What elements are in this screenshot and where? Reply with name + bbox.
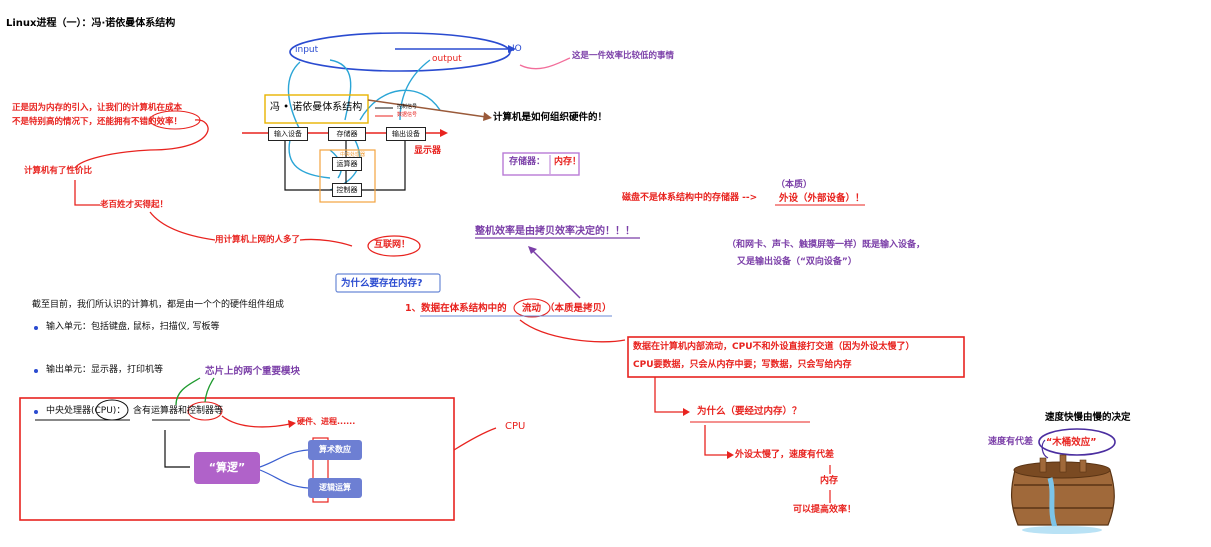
how-organized-note: 计算机是如何组织硬件的！ [493, 112, 608, 123]
output-unit-item: 输出单元：显示器，打印机等 [46, 365, 164, 375]
cpu-unit-item: 中央处理器(CPU)： [46, 406, 126, 416]
input-unit-item: 输入单元：包括键盘, 鼠标，扫描仪, 写板等 [46, 322, 220, 332]
disk-both-line2: 又是输出设备（“双向设备”） [737, 257, 857, 267]
data-signal-label: 数据信号 [397, 112, 418, 118]
diagram-title-box: 冯 • 诺依曼体系结构 [270, 102, 363, 113]
io-ellipse [289, 32, 511, 72]
memory-intro-line1: 正是因为内存的引入，让我们的计算机在成本 [12, 103, 183, 113]
controller-box: 控制器 [332, 183, 362, 197]
barrel-illustration [1011, 454, 1115, 534]
why-through-memory: 为什么（要经过内存）？ [697, 406, 802, 417]
more-users-note: 用计算机上网的人多了 [215, 235, 301, 245]
peripheral-slow-note: 外设太慢了，速度有代差 [735, 450, 835, 460]
chip-modules-note: 芯片上的两个重要模块 [205, 366, 301, 377]
io-label: IO [512, 44, 522, 54]
disk-note-line: 磁盘不是体系结构中的存储器 --> [622, 193, 758, 203]
flow-note-prefix: 1、数据在体系结构中的 [405, 303, 507, 314]
hardware-process-note: 硬件、进程...... [297, 417, 356, 426]
logic-op-block: 逻辑运算 [308, 478, 362, 498]
display-label: 显示器 [414, 146, 442, 156]
internet-note: 互联网！ [374, 240, 411, 250]
barrel-title: 速度快慢由慢的决定 [1045, 412, 1131, 423]
memory-word: 内存 [820, 476, 839, 486]
output-device-box: 输出设备 [386, 127, 426, 141]
control-signal-label: 控制信号 [397, 104, 418, 110]
compute-logic-block: “算逻” [194, 452, 260, 484]
memory-intro-line2: 不是特别高的情况下，还能拥有不错的效率！ [12, 117, 183, 127]
cpu-rule-line1: 数据在计算机内部流动，CPU不和外设直接打交道（因为外设太慢了） [633, 342, 915, 352]
cpu-unit-contents: 含有运算器和控制器等 [133, 406, 224, 416]
cpu-label: CPU [505, 421, 526, 432]
storage-box: 存储器 [328, 127, 366, 141]
output-label: output [432, 54, 462, 64]
disk-essence: （本质） [776, 180, 813, 190]
storage-label: 存储器： [509, 157, 546, 167]
barrel-effect-label: “木桶效应” [1046, 437, 1097, 448]
cost-performance-note: 计算机有了性价比 [24, 166, 93, 176]
peripheral-label: 外设（外部设备）！ [779, 193, 865, 204]
page-title: Linux进程（一）：冯·诺依曼体系结构 [6, 18, 176, 29]
speed-gap-label: 速度有代差 [988, 437, 1034, 447]
cpu-tag: 中央处理器 [340, 152, 366, 158]
flow-note-suffix: （本质是拷贝） [545, 303, 612, 314]
arithmetic-block: 算术数应 [308, 440, 362, 460]
storage-value: 内存！ [554, 157, 582, 167]
alu-box: 运算器 [332, 157, 362, 171]
improve-efficiency-note: 可以提高效率！ [793, 505, 857, 515]
hardware-intro: 截至目前，我们所认识的计算机，都是由一个个的硬件组件组成 [32, 300, 285, 310]
cpu-rule-line2: CPU要数据，只会从内存中要；写数据，只会写给内存 [633, 360, 852, 370]
input-label: input [295, 45, 319, 55]
disk-both-line1: （和网卡、声卡、触摸屏等一样）既是输入设备， [727, 240, 926, 250]
input-device-box: 输入设备 [268, 127, 308, 141]
afford-note: 老百姓才买得起！ [100, 200, 169, 210]
flow-note-flow: 流动 [522, 303, 542, 314]
why-memory-question: 为什么要存在内存? [341, 278, 423, 289]
io-efficiency-note: 这是一件效率比较低的事情 [572, 51, 675, 61]
efficiency-note: 整机效率是由拷贝效率决定的！！！ [475, 226, 635, 237]
